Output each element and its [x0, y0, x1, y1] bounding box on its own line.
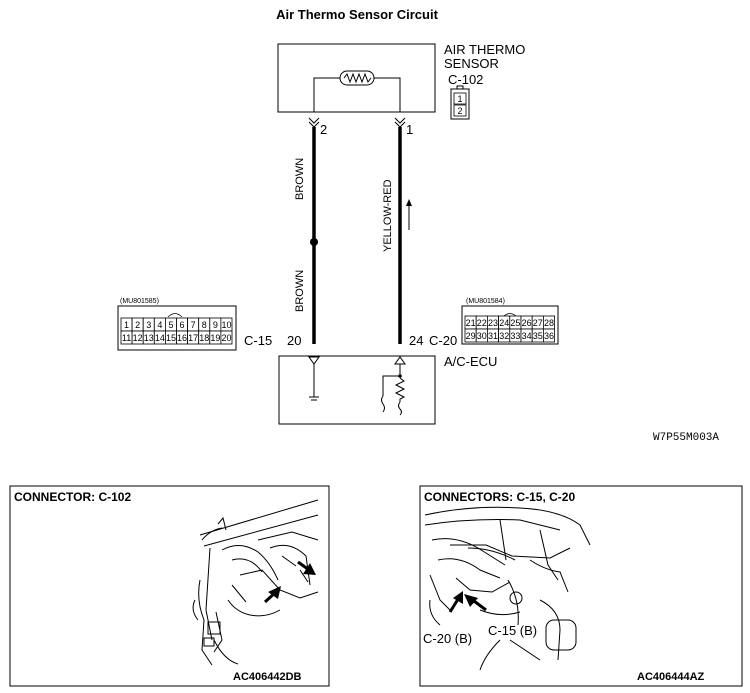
connector-c15-pin-label: 20 — [221, 333, 231, 343]
sensor-pin-left: 2 — [320, 122, 327, 137]
dashboard-sketch-right — [424, 506, 591, 671]
sensor-connector-label: C-102 — [448, 72, 483, 87]
connector-c15-part: (MU801585) — [120, 298, 159, 305]
panel-right-label-c15: C-15 (B) — [488, 623, 537, 638]
connector-c20-pin-label: 36 — [544, 331, 554, 341]
panel-left-title: CONNECTOR: C-102 — [14, 490, 131, 504]
panel-connectors-c15-c20: CONNECTORS: C-15, C-20 C-15 (B) — [419, 485, 743, 687]
connector-c15-pin-label: 19 — [210, 333, 220, 343]
connector-c15-pin-label: 9 — [213, 320, 218, 330]
current-arrow-icon — [406, 199, 412, 230]
sensor-name-line2: SENSOR — [444, 56, 499, 71]
sensor-connector-pin-1: 1 — [457, 94, 462, 104]
chevron-left-top — [308, 117, 320, 128]
connector-c15-pin-label: 5 — [168, 320, 173, 330]
panel-right-code: AC406444AZ — [637, 671, 705, 683]
ecu-resistor-symbol — [381, 356, 406, 416]
connector-c15-pin-label: 2 — [135, 320, 140, 330]
panel-right-title: CONNECTORS: C-15, C-20 — [424, 490, 575, 504]
connector-c15-pin-label: 11 — [122, 333, 131, 343]
connector-c20-pin-label: 31 — [488, 331, 498, 341]
connector-c20-pin-label: 30 — [477, 331, 487, 341]
connector-c20-pin-label: 24 — [499, 318, 509, 328]
connector-c20-pin-label: 22 — [477, 318, 487, 328]
connector-c15-pin-label: 13 — [144, 333, 154, 343]
connector-c15-pin-label: 4 — [157, 320, 162, 330]
sensor-connector-pin-2: 2 — [457, 106, 462, 116]
connector-c15-pin-label: 15 — [166, 333, 176, 343]
sensor-name-line1: AIR THERMO — [444, 42, 525, 57]
panel-left-code: AC406442DB — [233, 671, 302, 683]
chevron-right-top — [394, 117, 406, 128]
connector-c15-pin-label: 7 — [191, 320, 196, 330]
ecu-box — [278, 355, 436, 425]
arrowhead-left-2 — [268, 586, 281, 599]
ecu-left-pin: 20 — [287, 333, 301, 348]
dashboard-sketch-left — [192, 499, 319, 666]
connector-c20-pin-label: 34 — [522, 331, 532, 341]
connector-c15-pin-label: 3 — [146, 320, 151, 330]
arrowhead-right-1 — [464, 594, 478, 607]
sensor-box — [277, 43, 436, 113]
connector-c20-pin-label: 21 — [466, 318, 476, 328]
splice-point — [310, 238, 318, 246]
connector-c20-pin-label: 35 — [533, 331, 543, 341]
connector-c15-pin-label: 18 — [199, 333, 209, 343]
connector-c20-pin-label: 32 — [499, 331, 509, 341]
connector-c15-pin-label: 17 — [188, 333, 198, 343]
connector-c15-pin-label: 12 — [133, 333, 143, 343]
connector-c15-pin-label: 10 — [221, 320, 231, 330]
arrowhead-right-2 — [453, 591, 463, 604]
connector-c20-cell — [543, 328, 556, 343]
connector-c20-pin-label: 27 — [533, 318, 543, 328]
connector-c15-pin-label: 16 — [177, 333, 187, 343]
panel-connector-c102: CONNECTOR: C-102 AC406442D — [9, 485, 330, 687]
panel-right-label-c20: C-20 (B) — [423, 631, 472, 646]
wire-label-left-upper: BROWN — [294, 158, 306, 200]
sensor-connector-face: 1 2 — [450, 85, 470, 120]
connector-c15-pin-label: 14 — [155, 333, 165, 343]
connector-c15-pin-label: 6 — [180, 320, 185, 330]
diagram-title: Air Thermo Sensor Circuit — [276, 7, 438, 22]
connector-c15-pin-label: 1 — [124, 320, 129, 330]
thermistor-symbol — [313, 70, 401, 112]
ecu-left-connector-label: C-15 — [244, 333, 272, 348]
connector-c20-pin-label: 33 — [510, 331, 520, 341]
connector-c20-part: (MU801584) — [466, 298, 505, 305]
connector-c20-pin-label: 26 — [522, 318, 532, 328]
connector-c20-pin-label: 23 — [488, 318, 498, 328]
arrowhead-left-1 — [303, 563, 316, 575]
connector-c20-pin-label: 29 — [466, 331, 476, 341]
sensor-pin-right: 1 — [406, 122, 413, 137]
ecu-name: A/C-ECU — [444, 354, 497, 369]
connector-c20-pin-label: 25 — [510, 318, 520, 328]
diagram-code: W7P55M003A — [653, 432, 719, 444]
wire-label-left-lower: BROWN — [294, 270, 306, 312]
ecu-right-connector-label: C-20 — [429, 333, 457, 348]
connector-c15-cell — [220, 330, 233, 345]
ecu-ground-symbol — [308, 356, 320, 401]
connector-c15-pin-label: 8 — [202, 320, 207, 330]
ecu-right-pin: 24 — [409, 333, 423, 348]
connector-c20-pin-label: 28 — [544, 318, 554, 328]
wire-label-right: YELLOW-RED — [382, 179, 394, 252]
